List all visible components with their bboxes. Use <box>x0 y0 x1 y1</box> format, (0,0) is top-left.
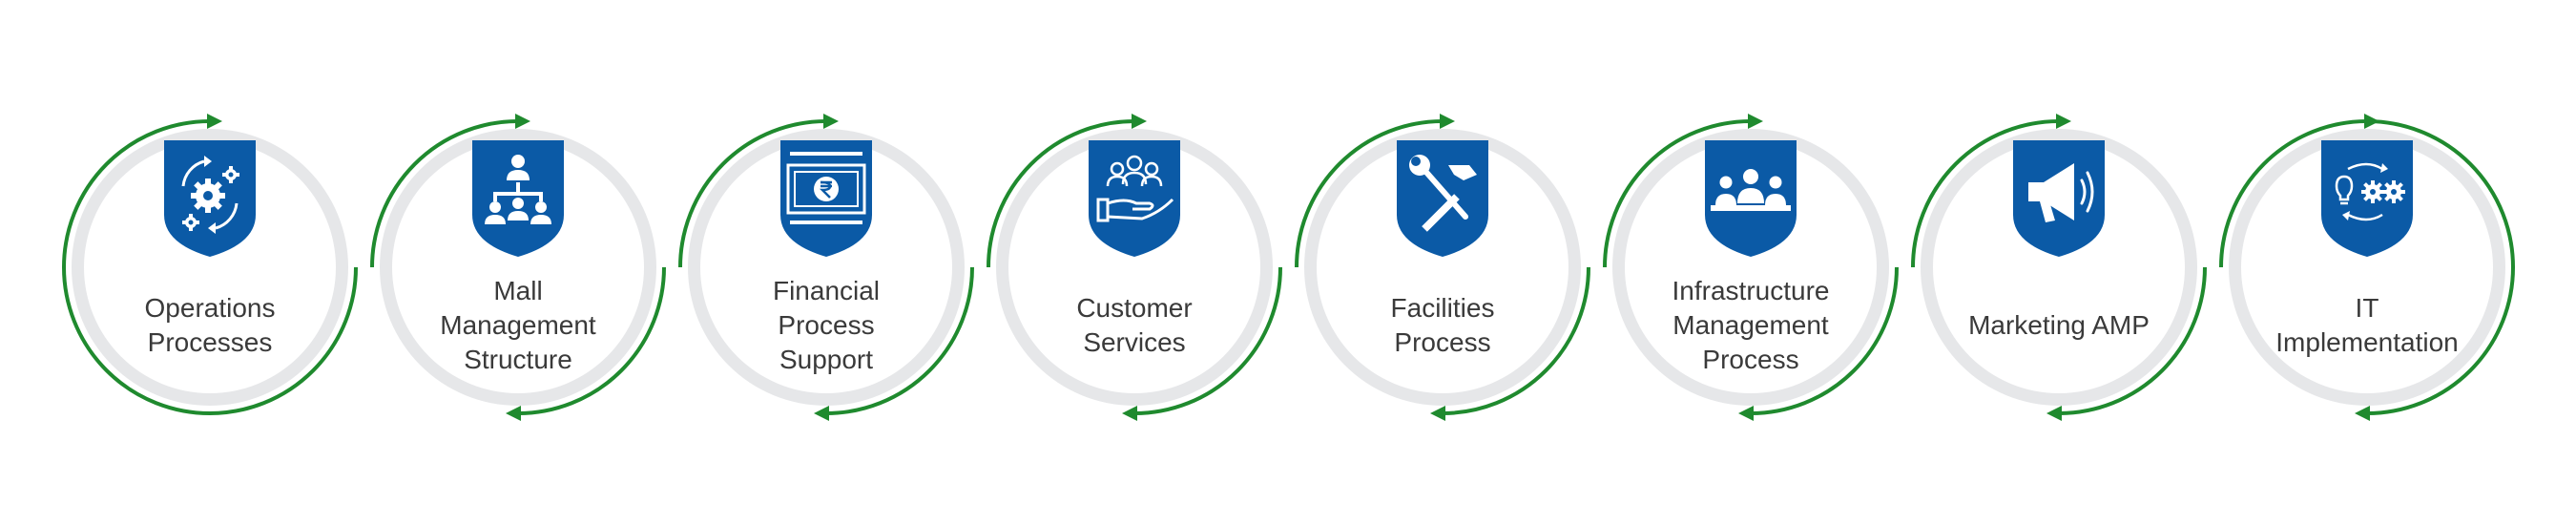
step-ring <box>370 114 666 421</box>
arrowhead-right-icon <box>1440 114 1455 129</box>
rupee-banknote-icon <box>779 140 874 257</box>
arrowhead-left-icon <box>2046 406 2062 421</box>
step-label: Operations Processes <box>144 293 276 357</box>
step-ring <box>678 114 974 421</box>
arrow-right-green <box>2366 119 2515 415</box>
arrowhead-right-icon <box>207 114 222 129</box>
arrow-top-green <box>1603 119 1752 268</box>
step-ring <box>987 114 1282 421</box>
step-mall-management-structure: Mall Management Structure <box>361 110 675 425</box>
arrowhead-left-icon <box>1738 406 1754 421</box>
arrow-top-green <box>62 119 358 415</box>
step-operations-processes: Operations Processes <box>52 110 367 425</box>
arrow-bottom-green <box>1750 266 1899 415</box>
step-ring <box>62 114 358 415</box>
arrowhead-left-icon <box>506 406 521 421</box>
arrow-top-green <box>1295 119 1444 268</box>
step-customer-services: Customer Services <box>977 110 1292 425</box>
arrow-top-green <box>678 119 827 268</box>
arrowhead-right-icon <box>823 114 839 129</box>
arrow-bottom-green <box>1442 266 1590 415</box>
org-structure-icon <box>470 140 566 257</box>
step-label: Infrastructure Management Process <box>1672 276 1830 374</box>
arrowhead-left-icon <box>1122 406 1137 421</box>
arrow-bottom-green <box>825 266 974 415</box>
step-label: Facilities Process <box>1390 293 1495 357</box>
arrowhead-right-icon <box>2056 114 2071 129</box>
step-it-implementation: IT Implementation <box>2210 110 2524 425</box>
lightbulb-gears-icon <box>2319 140 2415 257</box>
arrow-bottom-green <box>517 266 666 415</box>
step-label: Financial Process Support <box>772 276 881 374</box>
megaphone-icon <box>2011 140 2107 257</box>
step-facilities-process: Facilities Process <box>1285 110 1600 425</box>
step-ring <box>2219 114 2515 421</box>
step-label: IT Implementation <box>2275 293 2459 357</box>
step-financial-process-support: Financial Process Support <box>669 110 984 425</box>
arrow-top-green <box>370 119 519 268</box>
arrowhead-right-icon <box>1132 114 1147 129</box>
gears-cycle-icon <box>162 140 258 257</box>
wrench-hammer-icon <box>1395 140 1490 257</box>
arrowhead-left-icon <box>2355 406 2370 421</box>
arrowhead-right-icon <box>1748 114 1763 129</box>
arrowhead-right-icon <box>515 114 530 129</box>
step-marketing-amp: Marketing AMP <box>1901 110 2216 425</box>
step-label: Mall Management Structure <box>440 276 596 374</box>
step-infrastructure-management-process: Infrastructure Management Process <box>1593 110 1908 425</box>
arrow-bottom-green <box>2058 266 2207 415</box>
step-label: Customer Services <box>1076 293 1193 357</box>
step-label: Marketing AMP <box>1968 310 2150 340</box>
step-ring <box>1603 114 1899 421</box>
step-ring <box>1911 114 2207 421</box>
arrow-top-green <box>987 119 1135 268</box>
people-hand-icon <box>1087 140 1182 257</box>
arrowhead-left-icon <box>1430 406 1445 421</box>
arrowhead-left-icon <box>814 406 829 421</box>
arrow-bottom-green <box>1133 266 1282 415</box>
team-meeting-icon <box>1703 140 1798 257</box>
arrow-top-green <box>1911 119 2060 268</box>
step-ring <box>1295 114 1590 421</box>
arrow-top-green <box>2219 119 2368 268</box>
